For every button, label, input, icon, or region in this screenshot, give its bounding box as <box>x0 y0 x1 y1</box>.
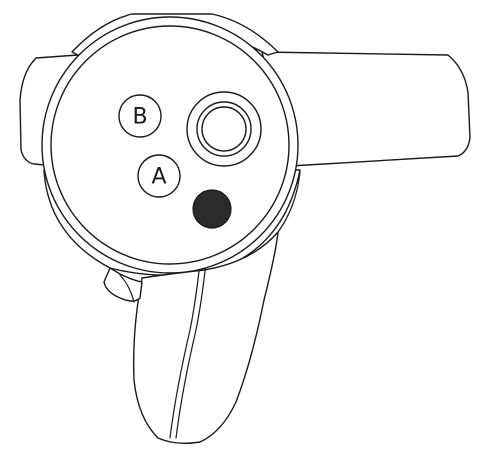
grip-handle <box>132 231 279 445</box>
trigger-stub-edge <box>119 274 135 303</box>
b-button-label: B <box>132 105 147 130</box>
b-button-circle[interactable] <box>118 94 162 138</box>
right-tracking-bar <box>261 51 471 167</box>
thumbstick-cap[interactable] <box>201 106 247 152</box>
menu-button[interactable] <box>192 189 232 229</box>
grip-seam <box>169 261 201 439</box>
b-button[interactable]: B <box>118 94 162 138</box>
a-button-label: A <box>151 165 166 190</box>
a-button-circle[interactable] <box>137 154 181 198</box>
grip-seam-inner <box>175 261 207 439</box>
a-button[interactable]: A <box>137 154 181 198</box>
